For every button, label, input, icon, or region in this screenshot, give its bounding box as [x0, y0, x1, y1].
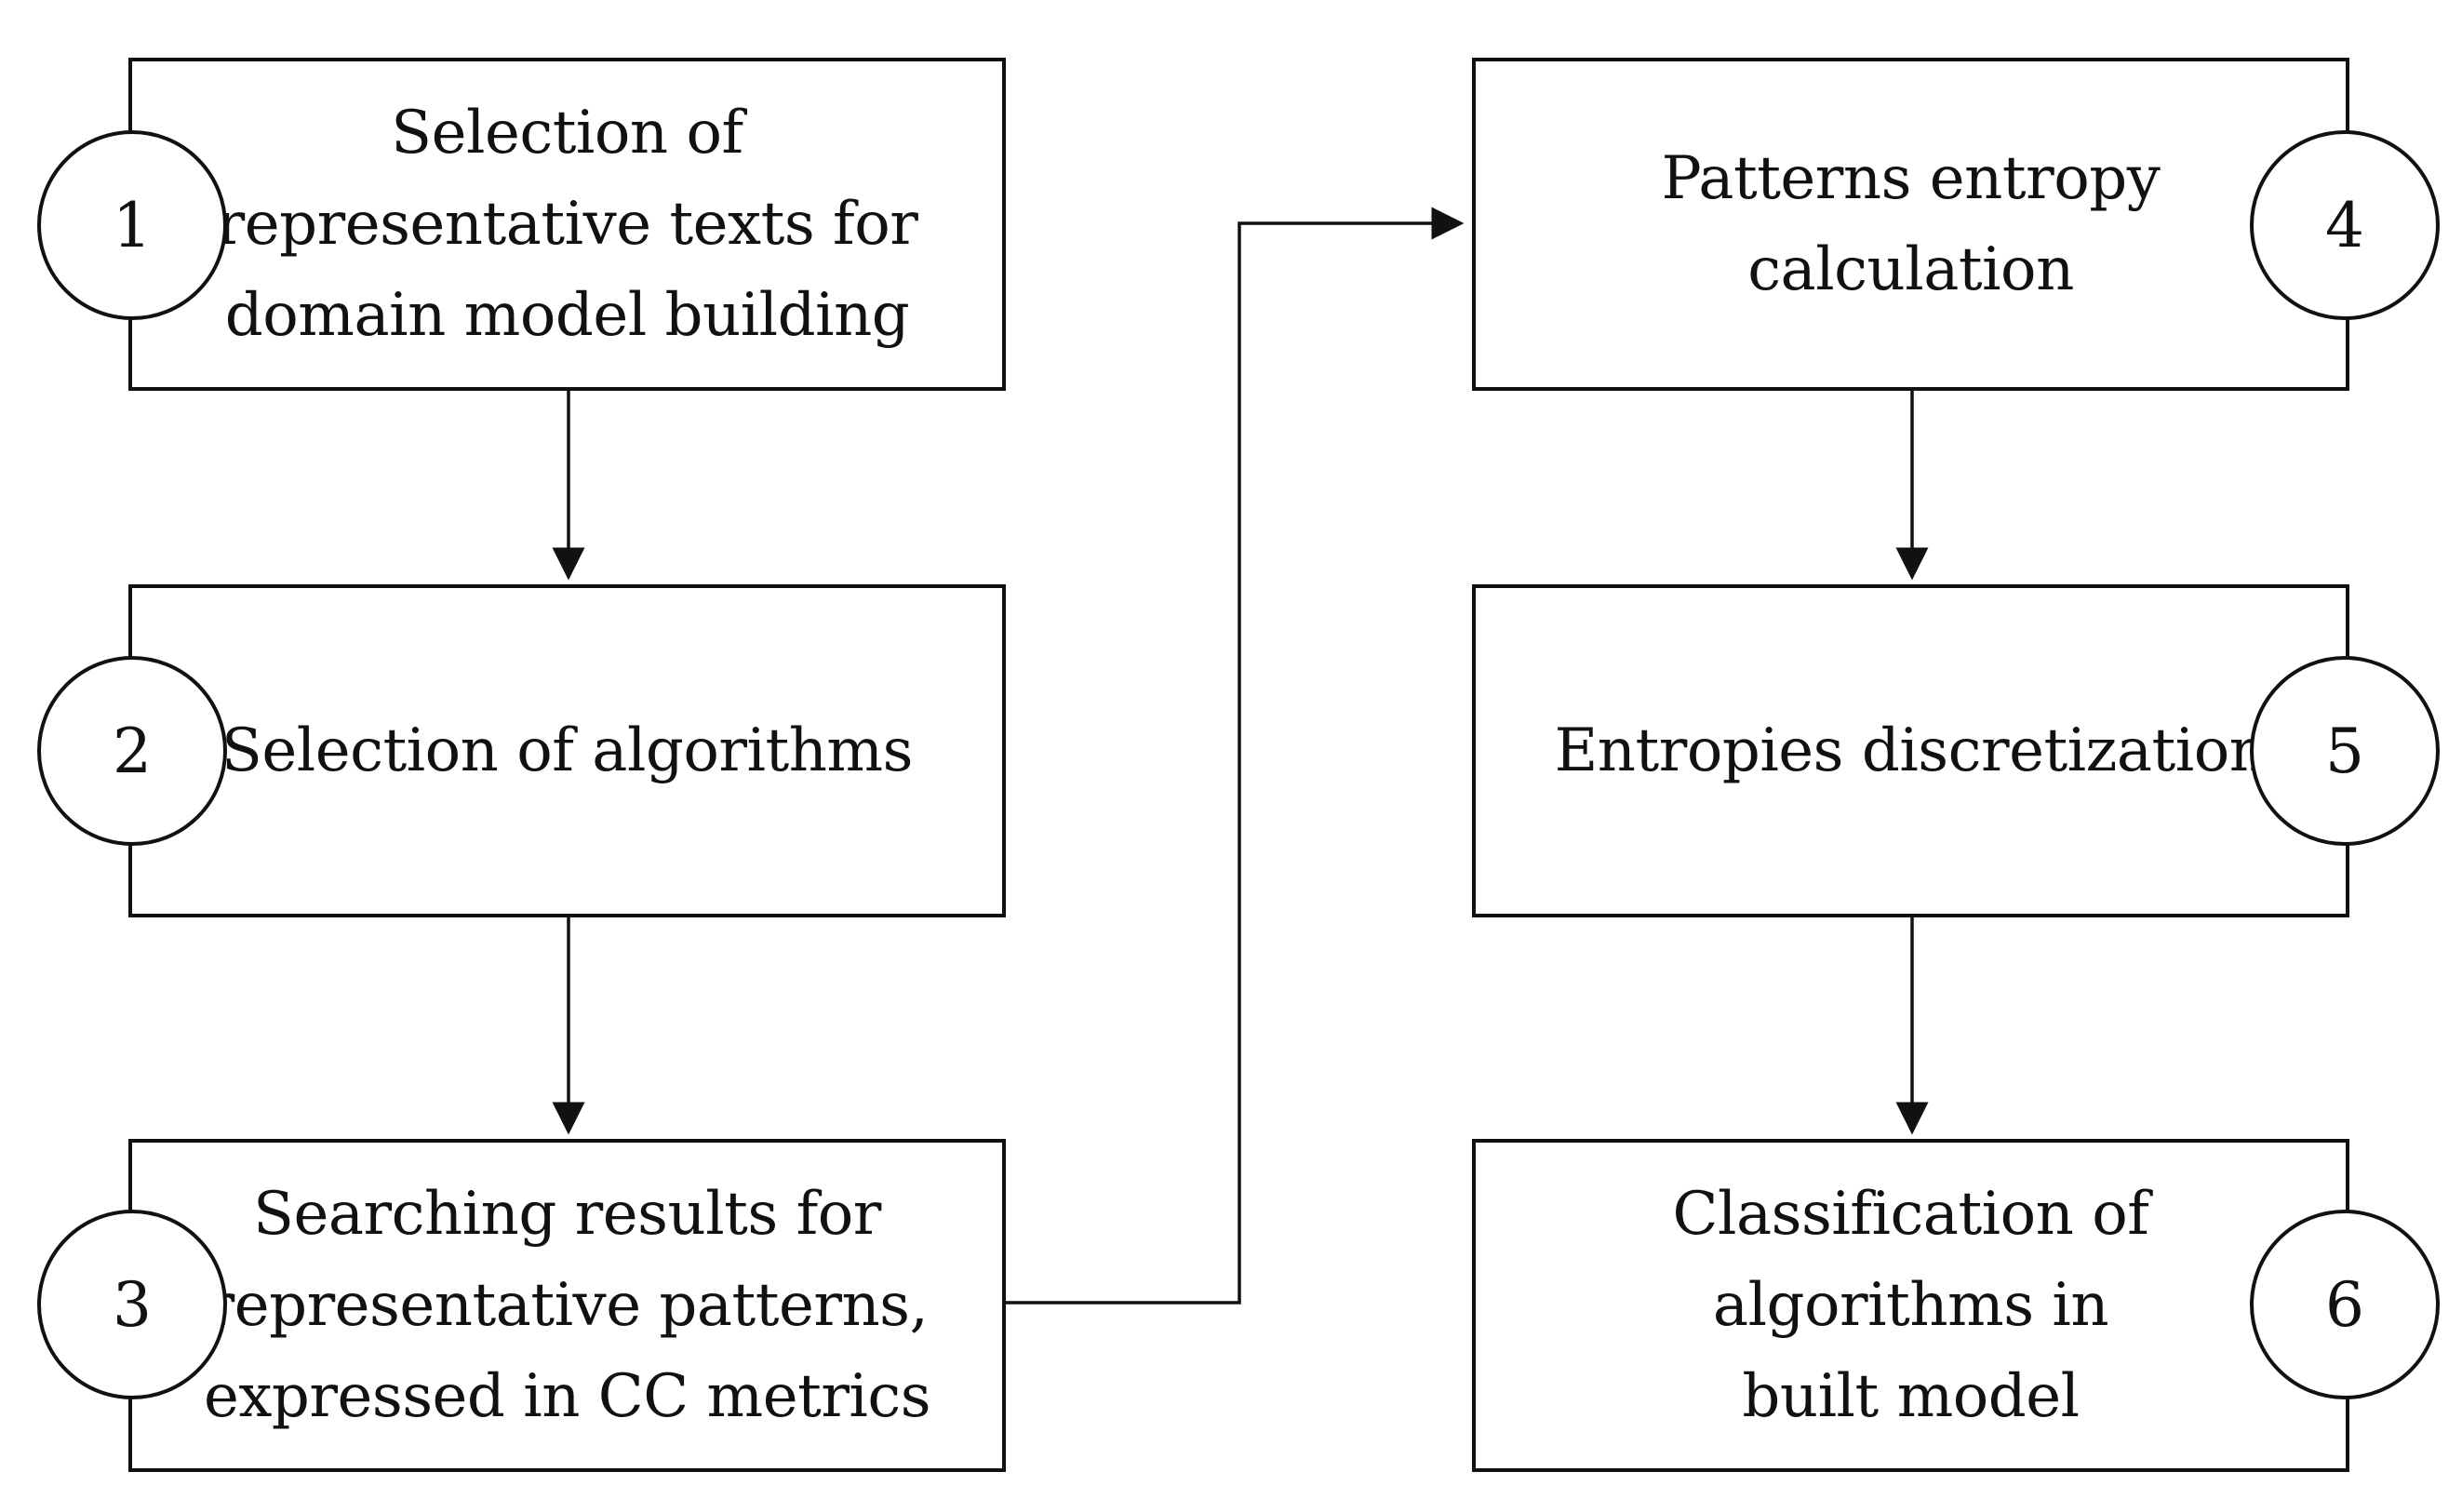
step-5-box: Entropies discretization — [1472, 584, 2349, 917]
step-4-label: Patterns entropy calculation — [1661, 144, 2161, 304]
arrow-step3-to-step4 — [1003, 207, 1465, 1305]
step-1-label: Selection of representative texts for do… — [216, 99, 918, 350]
step-1-number-circle: 1 — [37, 130, 227, 320]
step-4-number-circle: 4 — [2250, 130, 2440, 320]
step-2-number-circle: 2 — [37, 656, 227, 846]
step-2-box: Selection of algorithms — [128, 584, 1006, 917]
step-3-label: Searching results for representative pat… — [203, 1180, 931, 1431]
step-6-box: Classification of algorithms in built mo… — [1472, 1139, 2349, 1472]
step-3-number-circle: 3 — [37, 1210, 227, 1399]
step-6-label: Classification of algorithms in built mo… — [1672, 1180, 2149, 1431]
step-1-box: Selection of representative texts for do… — [128, 58, 1006, 391]
step-6-number-circle: 6 — [2250, 1210, 2440, 1399]
step-4-box: Patterns entropy calculation — [1472, 58, 2349, 391]
step-5-label: Entropies discretization — [1554, 716, 2268, 785]
step-5-number-circle: 5 — [2250, 656, 2440, 846]
step-3-box: Searching results for representative pat… — [128, 1139, 1006, 1472]
step-2-label: Selection of algorithms — [221, 716, 913, 785]
